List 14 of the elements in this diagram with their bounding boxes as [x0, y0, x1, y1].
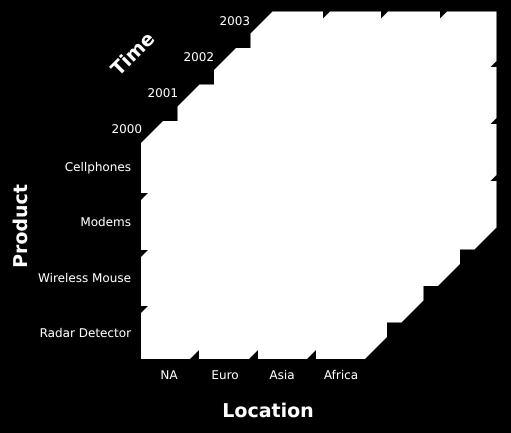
year-label: 2002	[183, 50, 214, 64]
year-label: 2001	[147, 86, 178, 100]
location-label: Africa	[324, 368, 358, 382]
product-label: Modems	[80, 215, 131, 229]
axis-title: Product	[10, 184, 32, 268]
axis-title: Location	[222, 400, 314, 422]
year-label: 2003	[219, 14, 250, 28]
location-label: NA	[160, 368, 178, 382]
product-label: Cellphones	[64, 160, 131, 174]
location-label: Euro	[211, 368, 239, 382]
location-label: Asia	[269, 368, 295, 382]
year-label: 2000	[111, 122, 142, 136]
product-label: Radar Detector	[40, 326, 131, 340]
product-label: Wireless Mouse	[38, 271, 131, 285]
